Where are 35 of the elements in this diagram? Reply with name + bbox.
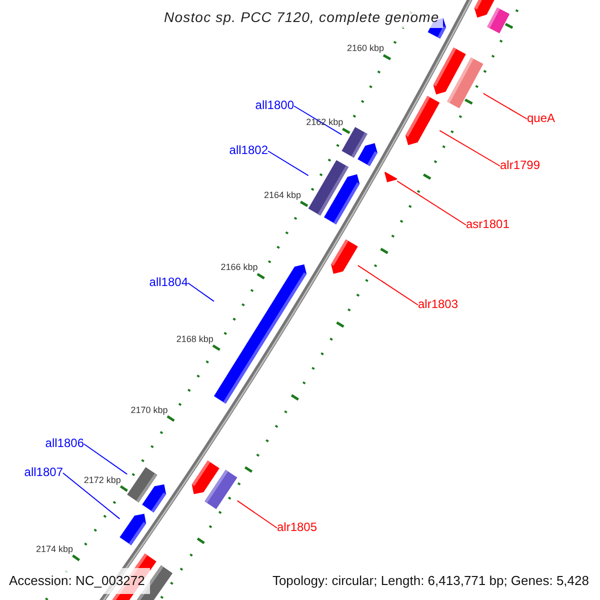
leader-line <box>357 264 418 306</box>
scale-label: 2170 kbp <box>130 404 168 416</box>
gene-block <box>204 470 238 510</box>
gene-block <box>127 467 158 502</box>
gene-label: all1804 <box>149 275 188 289</box>
leader-line <box>236 500 278 528</box>
gene-block <box>447 57 484 108</box>
gene-label: asr1801 <box>466 217 510 231</box>
leader-line <box>188 282 214 302</box>
gene-label: all1806 <box>45 436 84 450</box>
scale-label: 2172 kbp <box>84 474 121 486</box>
scale-label: 2168 kbp <box>176 334 214 345</box>
gene-label: alr1799 <box>500 158 540 172</box>
gene-feature <box>405 96 440 146</box>
gene-label: all1807 <box>24 465 63 479</box>
gene-label: queA <box>527 111 556 125</box>
gene-feature <box>384 172 398 182</box>
leader-line <box>396 180 466 226</box>
gene-label: alr1803 <box>418 297 458 311</box>
gene-feature <box>120 514 146 546</box>
leader-line <box>482 92 528 120</box>
scale-label: 2166 kbp <box>220 262 258 274</box>
scale-label: 2174 kbp <box>36 544 74 555</box>
scale-label: 2160 kbp <box>346 43 384 54</box>
gene-block <box>342 127 368 158</box>
gene-block <box>308 160 349 216</box>
scale-label: 2164 kbp <box>264 190 302 201</box>
gene-label: all1802 <box>229 143 268 157</box>
gene-label: all1800 <box>255 98 294 112</box>
leader-line <box>62 472 120 520</box>
gene-feature <box>331 239 358 274</box>
leader-line <box>84 444 128 475</box>
gene-feature <box>214 264 307 404</box>
leader-line <box>294 106 342 136</box>
gene-label: alr1805 <box>277 520 318 534</box>
